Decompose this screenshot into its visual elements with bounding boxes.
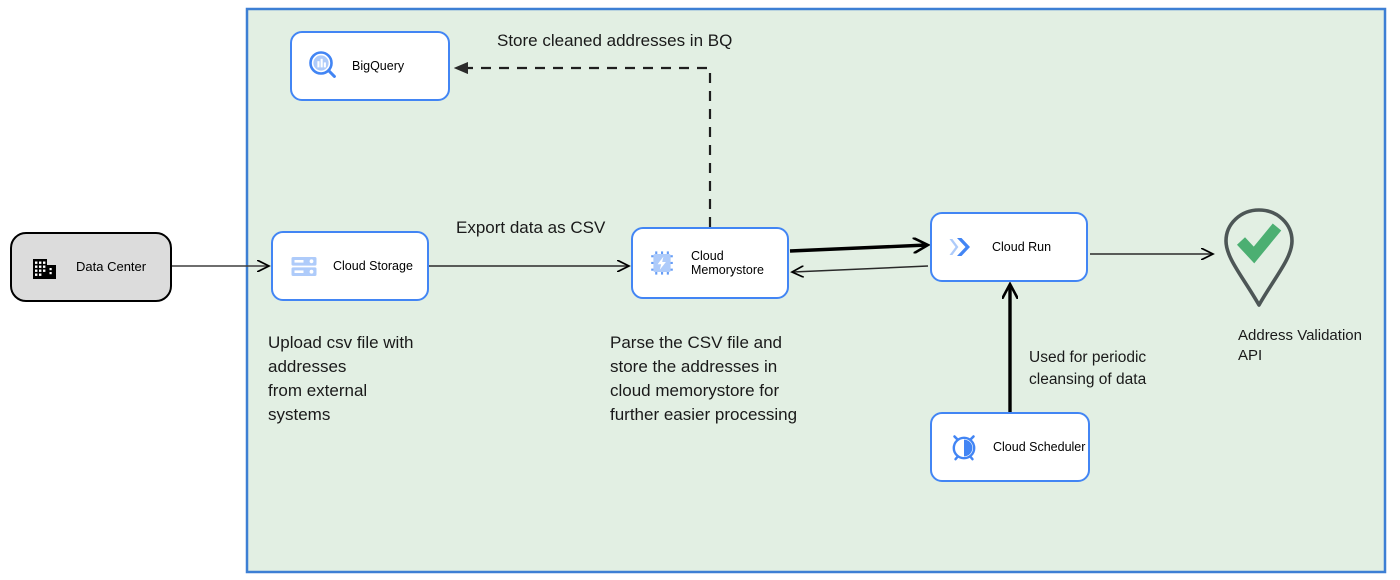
edge-label-export-data-as-csv: Export data as CSV xyxy=(456,218,606,237)
node-cloud-scheduler[interactable]: Cloud Scheduler xyxy=(930,412,1090,482)
edge-cloud-run-to-memorystore xyxy=(793,265,929,272)
node-label-cloud-storage: Cloud Storage xyxy=(333,258,413,273)
cloud-memorystore-icon xyxy=(647,248,677,278)
node-address-validation-api[interactable] xyxy=(1216,206,1302,310)
annotation-parse-csv-note: Parse the CSV file and store the address… xyxy=(610,333,798,425)
bigquery-icon xyxy=(306,49,340,83)
edge-label-store-cleaned-addresses: Store cleaned addresses in BQ xyxy=(497,31,733,50)
node-label-cloud-run: Cloud Run xyxy=(992,239,1052,254)
annotation-periodic-cleansing-note: Used for periodic cleansing of data xyxy=(1029,349,1147,388)
annotation-upload-csv-note: Upload csv file with addresses from exte… xyxy=(268,333,414,425)
cloud-run-icon xyxy=(946,232,980,262)
node-label-cloud-memorystore: Cloud Memorystore xyxy=(691,248,764,277)
node-data-center[interactable]: Data Center xyxy=(10,232,172,302)
node-cloud-memorystore[interactable]: Cloud Memorystore xyxy=(631,227,789,299)
edge-memorystore-to-bigquery xyxy=(456,68,712,227)
google-cloud-boundary xyxy=(245,7,1387,574)
node-cloud-storage[interactable]: Cloud Storage xyxy=(271,231,429,301)
cloud-scheduler-icon xyxy=(948,431,980,463)
node-label-cloud-scheduler: Cloud Scheduler xyxy=(993,439,1086,454)
node-label-bigquery: BigQuery xyxy=(352,58,405,73)
label-address-validation-api: Address Validation API xyxy=(1238,327,1362,365)
node-bigquery[interactable]: BigQuery xyxy=(290,31,450,101)
map-pin-check-icon xyxy=(1216,208,1302,314)
edge-memorystore-to-cloud-run xyxy=(789,245,927,251)
node-cloud-run[interactable]: Cloud Run xyxy=(930,212,1088,282)
data-center-building-icon xyxy=(30,252,60,282)
cloud-storage-icon xyxy=(289,251,319,281)
node-label-data-center: Data Center xyxy=(76,258,147,274)
